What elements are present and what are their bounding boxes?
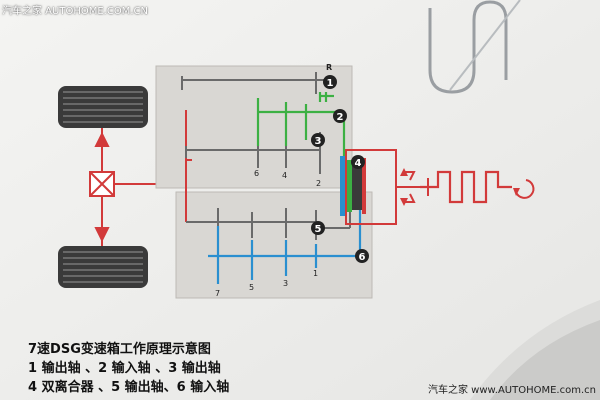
circle-1: 1 bbox=[323, 75, 337, 89]
gear-label-6: 6 bbox=[254, 169, 259, 178]
circle-3: 3 bbox=[311, 133, 325, 147]
gear-label-3: 3 bbox=[283, 279, 288, 288]
watermark-top: 汽车之家 AUTOHOME.COM.CN bbox=[2, 6, 148, 17]
watermark-bottom: 汽车之家 www.AUTOHOME.com.cn bbox=[427, 385, 596, 396]
circle-4: 4 bbox=[351, 155, 365, 169]
tire-bottom bbox=[58, 246, 148, 288]
rotation-arrow-icon bbox=[513, 188, 520, 196]
gear-label-4: 4 bbox=[282, 171, 287, 180]
paper-clip bbox=[428, 0, 521, 94]
gear-label-7: 7 bbox=[215, 289, 220, 298]
tire-top bbox=[58, 86, 148, 128]
circle-6: 6 bbox=[355, 249, 369, 263]
circle-2-label: 2 bbox=[337, 112, 344, 123]
circle-5: 5 bbox=[311, 221, 325, 235]
circle-6-label: 6 bbox=[359, 252, 366, 263]
input-shaft-6-blue bbox=[208, 190, 362, 284]
caption: 7速DSG变速箱工作原理示意图 1 输出轴 、2 输入轴 、3 输出轴 4 双离… bbox=[28, 340, 229, 397]
circle-5-label: 5 bbox=[315, 224, 322, 235]
circle-3-label: 3 bbox=[315, 136, 322, 147]
dual-clutch bbox=[340, 156, 366, 216]
paper-curl-shade bbox=[490, 320, 600, 400]
caption-line-2: 4 双离合器 、5 输出轴、6 输入轴 bbox=[28, 380, 230, 395]
circle-1-label: 1 bbox=[327, 78, 334, 89]
engine-arrows bbox=[400, 168, 408, 206]
differential bbox=[89, 128, 186, 246]
reverse-label: R bbox=[326, 63, 332, 72]
gear-label-5: 5 bbox=[249, 283, 254, 292]
rotation-icon bbox=[515, 179, 535, 199]
crankshaft bbox=[420, 170, 512, 204]
lower-gearbox-panel bbox=[175, 191, 373, 299]
gear-label-1: 1 bbox=[313, 269, 318, 278]
caption-title: 7速DSG变速箱工作原理示意图 bbox=[28, 342, 211, 357]
circle-2: 2 bbox=[333, 109, 347, 123]
caption-line-1: 1 输出轴 、2 输入轴 、3 输出轴 bbox=[28, 361, 221, 376]
output-shaft-1 bbox=[181, 72, 330, 94]
engine-link bbox=[345, 149, 420, 225]
gear-label-2: 2 bbox=[316, 179, 321, 188]
circle-4-label: 4 bbox=[355, 158, 362, 169]
